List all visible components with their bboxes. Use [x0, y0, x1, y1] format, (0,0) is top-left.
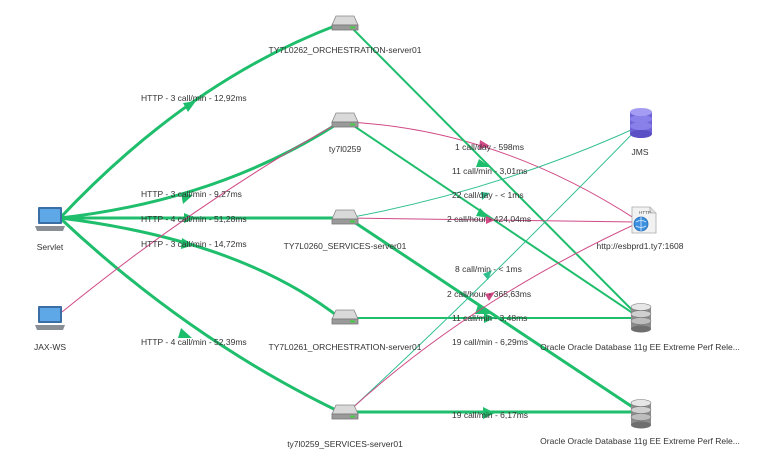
edge-label: 1 call/day - 598ms [455, 142, 524, 152]
edge-servlet-services259[interactable] [58, 216, 341, 414]
laptop-icon [35, 306, 65, 330]
edge-label: 22 call/day - < 1ms [452, 190, 524, 200]
edge-label: HTTP - 4 call/min - 51,28ms [141, 214, 247, 224]
node-label-services259: ty7l0259_SERVICES-server01 [287, 439, 403, 449]
node-label-jaxws: JAX-WS [33, 342, 67, 352]
edge-arrowhead [181, 238, 194, 249]
node-oracle-db-2[interactable] [628, 398, 654, 430]
edge-servlet-ty7l0259[interactable] [59, 120, 341, 220]
edge-arrowhead [481, 192, 490, 200]
node-label-ty7l0259: ty7l0259 [328, 144, 362, 154]
jms-database-icon [630, 108, 652, 138]
edge-label: HTTP - 3 call/min - 12,92ms [141, 93, 247, 103]
edge-label: 8 call/min - < 1ms [455, 264, 522, 274]
node-label-orchestration261: TY7L0261_ORCHESTRATION-server01 [268, 342, 422, 352]
edge-ty7l0259-http[interactable] [347, 121, 641, 223]
node-jms[interactable] [626, 106, 656, 140]
edge-label: HTTP - 4 call/min - 52,39ms [141, 337, 247, 347]
edge-arrowhead [483, 270, 492, 280]
svg-text:HTTP: HTTP [639, 210, 651, 215]
laptop-icon [35, 207, 65, 231]
edge-arrowhead [479, 140, 490, 149]
edge-label: HTTP - 3 call/min - 14,72ms [141, 239, 247, 249]
node-label-oracle-db-2: Oracle Oracle Database 11g EE Extreme Pe… [540, 436, 740, 446]
node-ty7l0259[interactable] [330, 110, 360, 130]
edge-arrowhead [184, 213, 196, 223]
edge-arrowhead [183, 101, 196, 112]
node-jaxws[interactable] [33, 304, 67, 334]
server-icon [331, 309, 359, 325]
edge-services259-http[interactable] [347, 221, 641, 413]
http-endpoint-icon: HTTP [631, 206, 657, 234]
edge-arrowhead [483, 407, 495, 419]
server-icon [331, 209, 359, 225]
edge-arrowhead [485, 292, 495, 301]
edge-arrowhead [178, 328, 192, 338]
edge-orchestration262-db1[interactable] [347, 23, 641, 319]
node-label-services260: TY7L0260_SERVICES-server01 [283, 241, 407, 251]
node-label-http-endpoint: http://esbprd1.ty7:1608 [596, 241, 684, 251]
node-servlet[interactable] [33, 205, 67, 235]
edge-label: 19 call/min - 6,17ms [452, 410, 529, 420]
server-icon [331, 15, 359, 31]
edge-arrowhead [486, 216, 495, 224]
node-http-endpoint[interactable]: HTTP [626, 205, 658, 235]
edge-label: HTTP - 3 call/min - 9,27ms [141, 189, 242, 199]
edge-servlet-orchestration261[interactable] [59, 216, 341, 320]
node-oracle-db-1[interactable] [628, 302, 654, 334]
server-icon [331, 112, 359, 128]
edge-label: 2 call/hour - 424,04ms [447, 214, 532, 224]
node-services260[interactable] [330, 207, 360, 227]
edge-services259-jms[interactable] [347, 125, 641, 413]
edge-servlet-orchestration262[interactable] [58, 22, 341, 220]
node-label-oracle-db-1: Oracle Oracle Database 11g EE Extreme Pe… [540, 342, 740, 352]
node-services259[interactable] [330, 402, 360, 422]
edge-arrowhead [475, 305, 490, 314]
edge-label: 11 call/min - 3,48ms [452, 313, 528, 323]
edge-arrowhead [476, 159, 490, 167]
edge-services260-db2[interactable] [347, 216, 641, 414]
node-orchestration262[interactable] [330, 13, 360, 33]
edge-arrowhead [181, 193, 193, 204]
node-label-jms: JMS [631, 147, 649, 157]
edge-jaxws-ty7l0259[interactable] [61, 121, 341, 313]
edge-label: 19 call/min - 6,29ms [452, 337, 529, 347]
node-label-orchestration262: TY7L0262_ORCHESTRATION-server01 [268, 45, 422, 55]
edge-arrowhead [476, 208, 490, 218]
node-orchestration261[interactable] [330, 307, 360, 327]
edge-services260-jms[interactable] [347, 125, 641, 219]
database-icon [630, 303, 652, 333]
edge-label: 2 call/hour - 365,63ms [447, 289, 532, 299]
edge-label: 11 call/min - 3,01ms [452, 166, 528, 176]
database-icon [630, 399, 652, 429]
server-icon [331, 404, 359, 420]
edge-arrowhead [484, 313, 495, 323]
node-label-servlet: Servlet [36, 242, 64, 252]
